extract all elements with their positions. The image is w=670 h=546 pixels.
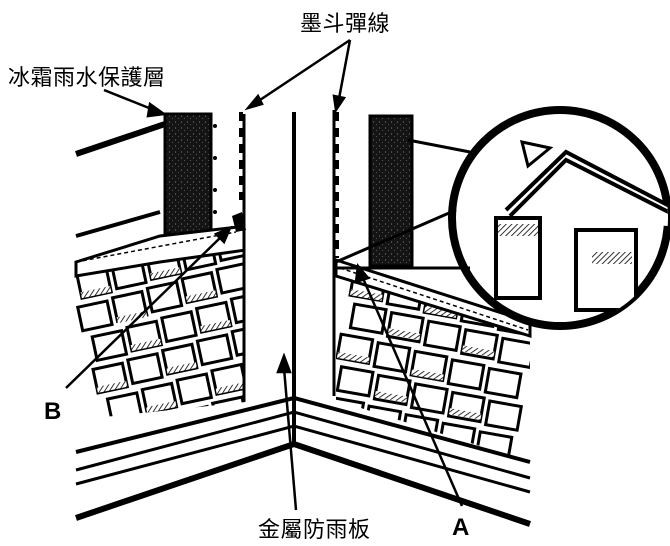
ice-water-shield-left xyxy=(163,112,213,236)
detail-magnifier xyxy=(335,106,670,330)
nail-dots xyxy=(213,124,217,214)
metal-flashing xyxy=(242,110,336,444)
chalk-line-label: 墨斗彈線 xyxy=(300,12,391,37)
eave-lines xyxy=(75,395,531,527)
left-roof-edge xyxy=(75,121,166,157)
leader-arrows xyxy=(65,38,464,511)
point-b-label: B xyxy=(44,398,62,425)
point-a-label: A xyxy=(452,514,470,541)
nail-marker-b xyxy=(232,212,246,232)
ice-water-shield-right xyxy=(368,114,414,268)
ice-water-shield-label: 冰霜雨水保護層 xyxy=(8,66,166,91)
metal-flashing-label: 金屬防雨板 xyxy=(258,518,371,543)
